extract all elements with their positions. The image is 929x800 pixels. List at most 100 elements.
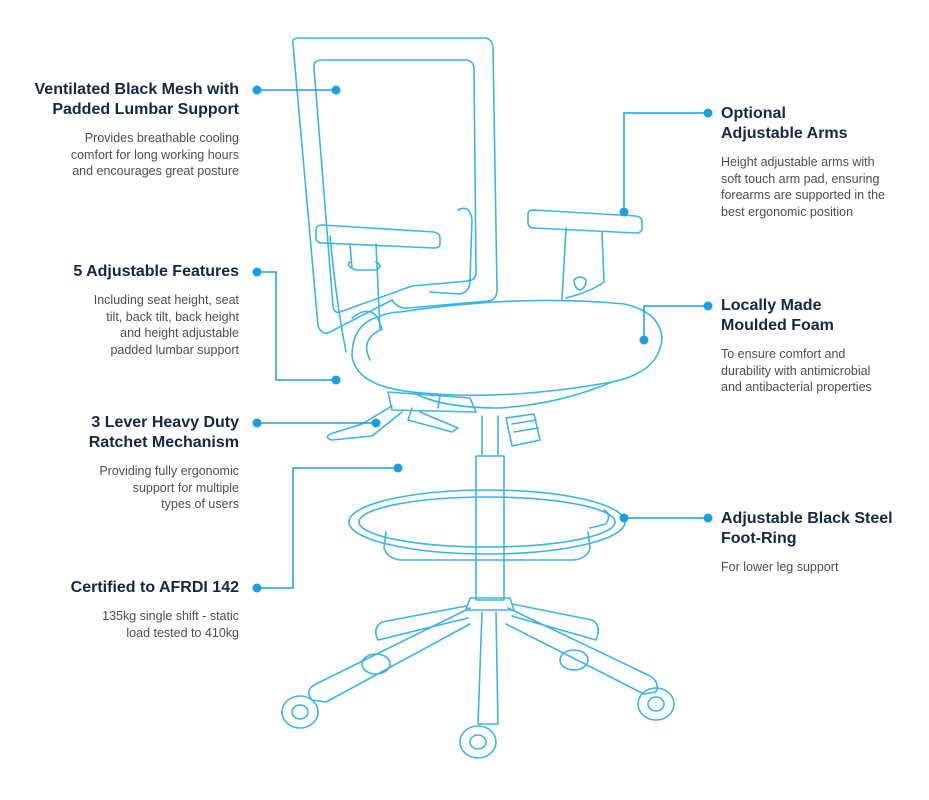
callout-arms: Optional Adjustable Arms Height adjustab…	[721, 104, 921, 220]
gas-lift-upper	[481, 415, 499, 457]
callout-title: Ventilated Black Mesh with Padded Lumbar…	[0, 80, 240, 120]
seat-mechanism	[387, 391, 477, 413]
desc-line: and antibacterial properties	[721, 380, 872, 394]
callout-description: Including seat height, seat tilt, back t…	[0, 292, 239, 358]
seat-underside	[411, 381, 613, 409]
caster-front-right	[637, 687, 675, 721]
desc-line: and encourages great posture	[72, 164, 239, 178]
right-armrest-pad	[527, 209, 643, 234]
desc-line: For lower leg support	[721, 560, 839, 574]
callout-ratchet: 3 Lever Heavy Duty Ratchet Mechanism Pro…	[0, 413, 239, 513]
desc-line: soft touch arm pad, ensuring	[721, 171, 880, 186]
callout-description: 135kg single shift - static load tested …	[0, 608, 239, 641]
backrest-frame	[291, 37, 498, 334]
caster-front-left-hub	[291, 704, 309, 720]
caster-front-left	[281, 695, 319, 729]
title-line: Adjustable Black Steel	[721, 510, 893, 527]
callout-foam: Locally Made Moulded Foam To ensure comf…	[721, 296, 921, 396]
desc-line: 135kg single shift - static	[102, 609, 239, 623]
leader-line-certified	[257, 467, 398, 589]
leader-lines	[257, 89, 708, 589]
desc-line: and height adjustable	[120, 326, 239, 340]
backrest-mesh	[313, 59, 477, 314]
chair-outline	[281, 37, 675, 759]
dot-arms-label	[703, 108, 713, 118]
dot-foam-label	[703, 301, 713, 311]
back-spine	[329, 235, 383, 353]
title-line: 3 Lever Heavy Duty	[91, 414, 239, 431]
callout-mesh: Ventilated Black Mesh with Padded Lumbar…	[0, 80, 240, 180]
callout-title: Certified to AFRDI 142	[0, 578, 239, 598]
callout-description: Provides breathable cooling comfort for …	[0, 130, 239, 180]
callout-description: To ensure comfort and durability with an…	[721, 346, 921, 396]
dot-features-target	[331, 375, 341, 385]
base-leg-front-right	[505, 607, 658, 695]
callout-certified: Certified to AFRDI 142 135kg single shif…	[0, 578, 239, 641]
desc-line: To ensure comfort and	[721, 347, 846, 361]
dot-features-label	[252, 267, 262, 277]
callout-description: For lower leg support	[721, 559, 921, 576]
tension-knob	[505, 413, 541, 447]
leader-dots	[252, 85, 713, 593]
lever-left	[326, 405, 403, 441]
title-line: Optional	[721, 105, 786, 122]
base-leg-back-left	[374, 605, 469, 641]
callout-footring: Adjustable Black Steel Foot-Ring For low…	[721, 509, 921, 576]
desc-line: types of users	[161, 497, 239, 511]
desc-line: Provides breathable cooling	[84, 131, 239, 145]
base-leg-front	[477, 611, 499, 725]
callout-title: Locally Made Moulded Foam	[721, 296, 921, 336]
title-line: Adjustable Arms	[721, 125, 848, 142]
base-leg-back-right	[511, 603, 600, 641]
desc-line: Height adjustable arms with	[721, 155, 875, 169]
dot-mesh-target	[331, 85, 341, 95]
callout-title: Adjustable Black Steel Foot-Ring	[721, 509, 921, 549]
leader-line-adjustable-features	[257, 271, 336, 381]
callout-description: Providing fully ergonomic support for mu…	[0, 463, 239, 513]
title-line: Ratchet Mechanism	[88, 434, 239, 451]
desc-line: Providing fully ergonomic	[99, 464, 239, 478]
leader-line-foam	[643, 305, 708, 340]
gas-lift-lower	[475, 455, 505, 601]
left-arm-post	[347, 243, 381, 361]
title-line: Certified to AFRDI 142	[70, 579, 239, 596]
desc-line: padded lumbar support	[110, 342, 239, 357]
dot-footring-label	[703, 513, 713, 523]
callout-adjustable-features: 5 Adjustable Features Including seat hei…	[0, 262, 239, 358]
desc-line: durability with antimicrobial	[721, 363, 871, 378]
title-line: Foot-Ring	[721, 530, 797, 547]
foot-ring-bracket	[383, 509, 610, 561]
title-line: 5 Adjustable Features	[73, 263, 239, 280]
title-line: Ventilated Black Mesh with	[34, 81, 240, 98]
left-arm-loop	[429, 207, 473, 295]
title-line: Moulded Foam	[721, 317, 834, 334]
desc-line: load tested to 410kg	[126, 625, 239, 640]
desc-line: comfort for long working hours	[70, 147, 239, 162]
dot-ratchet-label	[252, 418, 262, 428]
desc-line: support for multiple	[132, 480, 239, 495]
dot-footring-target	[619, 513, 629, 523]
desc-line: tilt, back tilt, back height	[106, 309, 239, 324]
desc-line: Including seat height, seat	[93, 293, 239, 307]
title-line: Locally Made	[721, 297, 822, 314]
callout-description: Height adjustable arms with soft touch a…	[721, 154, 921, 220]
dot-ratchet-target	[371, 418, 381, 428]
caster-front-right-hub	[647, 696, 665, 712]
left-armrest-pad	[315, 224, 441, 249]
desc-line: best ergonomic position	[721, 204, 854, 219]
dot-certified-target	[393, 463, 403, 473]
dot-certified-label	[252, 583, 262, 593]
callout-title: Optional Adjustable Arms	[721, 104, 921, 144]
foot-ring-inner	[358, 496, 616, 548]
dot-arms-target	[619, 207, 629, 217]
seat-cushion	[351, 299, 663, 397]
foot-ring-outer	[348, 489, 626, 555]
caster-back-right	[559, 649, 589, 671]
right-arm-post	[561, 227, 605, 301]
lever-middle	[407, 407, 459, 433]
base-leg-front-left	[308, 607, 471, 703]
caster-front-hub	[469, 734, 487, 750]
title-line: Padded Lumbar Support	[52, 101, 239, 118]
